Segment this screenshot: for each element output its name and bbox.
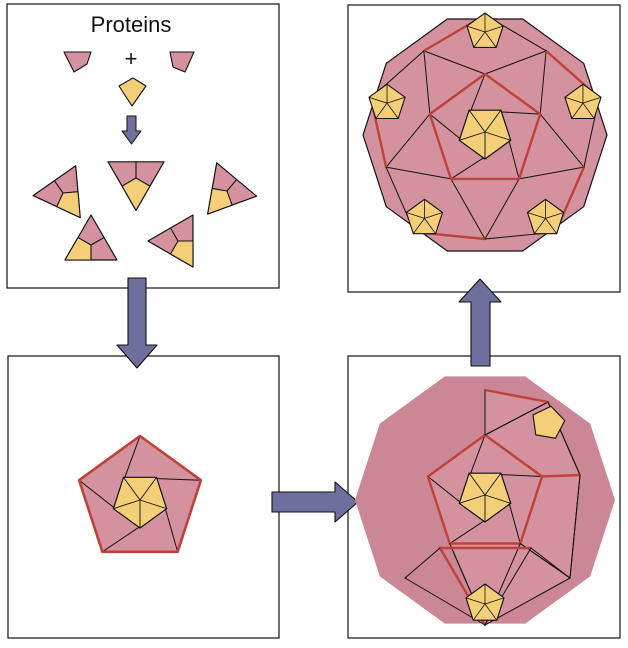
capsid-yellow-spoke (484, 25, 504, 33)
trimer-right-divider (226, 178, 238, 192)
capsid-yellow-spoke (375, 102, 388, 119)
capsid-line (423, 50, 431, 115)
partial-center-red-outline (426, 433, 544, 545)
capsid-center-inner-spoke (468, 109, 486, 133)
subunit-b-shape (169, 51, 195, 73)
arrow-right-shape (271, 481, 359, 523)
complete-capsid (362, 12, 608, 252)
capsid-yellow-spoke (386, 102, 399, 119)
protein-subunit-yellow (118, 77, 147, 107)
protein-subunit-pink-left (63, 51, 92, 73)
subunit-c-shape (118, 77, 147, 107)
capsid-yellow-spoke (386, 96, 406, 104)
capsid-yellow-spoke (582, 96, 602, 104)
partial-yellow-spoke (465, 597, 486, 605)
pentamer-red-outline (77, 434, 203, 554)
capsid-yellow-spoke (473, 31, 486, 48)
partial-red-line (483, 388, 550, 404)
capsid-line (518, 166, 585, 180)
capsid-line (385, 166, 452, 180)
capsid-yellow-spoke (564, 96, 584, 104)
capsid-yellow-spoke (466, 25, 486, 33)
arrow-up-shape (458, 278, 502, 367)
arrow-up-to-complete-capsid (458, 278, 502, 367)
arrow-right-to-partial-capsid (271, 481, 359, 523)
trimer-bottom-right (147, 214, 194, 268)
pentamer-inner-spoke (112, 499, 141, 510)
protein-subunit-pink-right (169, 51, 195, 73)
capsid-line (484, 50, 547, 75)
proteins-label: Proteins (91, 12, 172, 37)
arrow-down-shape (116, 277, 158, 369)
capsid-yellow-spoke (484, 31, 497, 48)
trimer-top-yellow (121, 177, 151, 211)
partial-center-inner-spoke (484, 472, 502, 496)
capsid-yellow-spoke (368, 96, 388, 104)
partial-red-line (540, 473, 582, 478)
capsid-yellow-spoke (571, 102, 584, 119)
trimer-left (32, 165, 81, 219)
trimer-right (207, 162, 258, 215)
capsid-yellow-spoke (405, 212, 425, 219)
capsid-yellow-spoke (533, 217, 546, 235)
small-arrow-shape (121, 115, 142, 145)
trimer-bottom-left (64, 214, 118, 261)
capsid-line (385, 113, 431, 168)
trimer-left-yellow (56, 191, 81, 219)
arrow-down-to-pentamer (116, 277, 158, 369)
plus-sign: + (125, 46, 138, 71)
capsid-yellow-spoke (424, 212, 443, 219)
trimer-bottom-left-divider (90, 236, 105, 246)
partial-yellow-topright (532, 405, 566, 439)
trimer-bottom-left-yellow (64, 236, 92, 261)
trimer-top (107, 161, 165, 211)
capsid-yellow-spoke (545, 212, 565, 219)
trimer-right-yellow (207, 187, 233, 215)
trimer-left-divider (53, 180, 64, 194)
capsid-line (539, 113, 585, 168)
capsid-center-inner-spoke (458, 131, 486, 141)
capsid-center-red-outline (428, 72, 542, 181)
capsid-line (423, 50, 486, 75)
capsid-line (539, 50, 547, 115)
pentamer-inner-spoke (139, 476, 157, 501)
capsid-center-inner-spoke (484, 109, 502, 133)
capsid-yellow-spoke (527, 212, 546, 219)
pentamer-inner-spoke (139, 499, 168, 510)
partial-center-inner-spoke (468, 472, 486, 496)
partial-line (484, 401, 549, 436)
capsid-center-inner-spoke (484, 131, 512, 141)
partial-line (404, 547, 441, 579)
partial-center-inner-spoke (484, 494, 512, 504)
pentamer-inner-spoke (123, 476, 141, 501)
partial-yellow-spoke (484, 597, 505, 605)
partial-yellow-spoke (472, 603, 486, 621)
partial-center-inner-spoke (458, 494, 486, 504)
trimer-bottom-right-divider (169, 227, 179, 242)
capsid-yellow-spoke (412, 217, 425, 235)
capsid-line (450, 178, 486, 240)
trimer-bottom-right-yellow (169, 240, 194, 268)
small-down-arrow (121, 115, 142, 145)
partial-yellow-spoke (484, 603, 498, 621)
capsid-yellow-spoke (545, 217, 558, 235)
partial-line (519, 543, 571, 579)
panel-proteins (6, 3, 280, 289)
trimer-group (32, 161, 258, 268)
partial-line (530, 547, 571, 579)
pentamer-assembly (77, 434, 203, 554)
capsid-line (484, 178, 520, 240)
capsid-yellow-spoke (582, 102, 595, 119)
partial-capsid (355, 376, 615, 627)
partial-line (569, 474, 581, 579)
subunit-a-shape (63, 51, 92, 73)
capsid-yellow-spoke (424, 217, 437, 235)
